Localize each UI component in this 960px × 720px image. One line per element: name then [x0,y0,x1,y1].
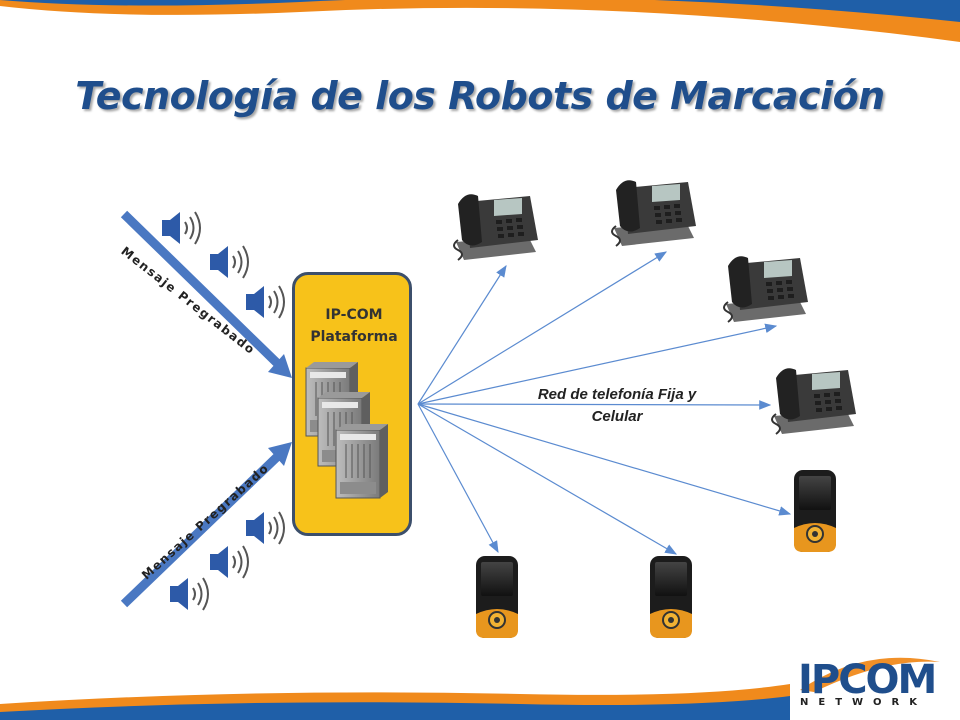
connector-line [417,400,772,410]
connector-line [417,403,678,555]
logo-subtitle: NETWORK [800,697,928,708]
speaker-sound-icon [161,211,201,245]
slide-title: Tecnología de los Robots de Marcación [75,74,885,118]
desk-phone-icon [611,179,697,247]
mobile-phone-icon [649,555,693,639]
speaker-sound-icon [245,511,285,545]
server-stack [305,361,389,499]
connector-line [417,403,792,516]
incoming-arrow-top [120,210,292,378]
speaker-sound-icon [209,545,249,579]
logo-brand: IPCOM [798,657,937,703]
network-label: Red de telefonía Fija y Celular [537,386,697,425]
speaker-sound-icon [245,285,285,319]
connector-line [417,251,668,405]
platform-label: IP-COM Plataforma [310,307,398,345]
mobile-phone-icon [793,469,837,553]
desk-phone-icon [771,367,857,435]
ipcom-logo [800,657,940,692]
speaker-sound-icon [209,245,249,279]
top-banner-blue [0,0,960,22]
speaker-sound-icon [169,577,209,611]
desk-phone-icon [453,193,539,261]
server-rack-icon [335,423,389,499]
mobile-phone-icon [475,555,519,639]
connector-lines [417,251,792,555]
bottom-banner-blue [0,696,790,720]
connector-line [417,264,507,405]
desk-phone-icon [723,255,809,323]
incoming-arrow-bottom [120,442,292,608]
connector-line [417,323,778,405]
connector-line [417,403,499,554]
top-banner-orange [0,0,960,42]
